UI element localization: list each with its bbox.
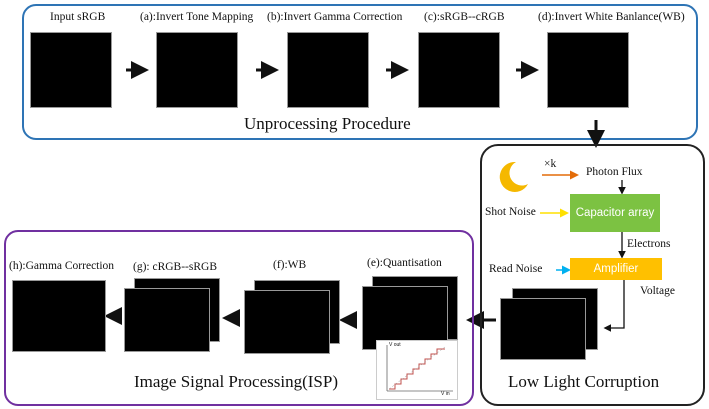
electrons-label: Electrons [627, 238, 671, 250]
amplifier-block: Amplifier [570, 258, 662, 280]
gamma-image [12, 280, 106, 352]
quantisation-graph: V out V in [376, 340, 458, 400]
photo-invert-gamma [287, 32, 369, 108]
quant-axis-x: V in [441, 391, 450, 397]
step-label-c: (c):sRGB--cRGB [424, 11, 505, 23]
voltage-label: Voltage [640, 285, 675, 297]
unprocessing-panel [22, 4, 698, 140]
moon-icon [499, 161, 528, 192]
arrow-amplifier-to-image [603, 280, 625, 332]
unprocessing-title: Unprocessing Procedure [244, 114, 411, 133]
photo-input-srgb [30, 32, 112, 108]
step-label-f: (f):WB [273, 259, 307, 271]
quant-axis-y: V out [389, 342, 401, 348]
step-label-b: (b):Invert Gamma Correction [267, 11, 403, 23]
step-label-a: (a):Invert Tone Mapping [140, 11, 254, 23]
photo-srgb-crgb [418, 32, 500, 108]
shot-noise-label: Shot Noise [485, 206, 536, 218]
crgb-image-front [124, 288, 210, 352]
step-label-h: (h):Gamma Correction [9, 260, 115, 272]
low-light-title: Low Light Corruption [508, 372, 660, 391]
noisy-image-front [500, 298, 586, 360]
capacitor-array-block: Capacitor array [570, 194, 660, 232]
isp-panel [4, 230, 474, 406]
isp-title: Image Signal Processing(ISP) [134, 372, 338, 391]
low-light-panel [480, 144, 705, 406]
step-label-e: (e):Quantisation [367, 257, 442, 269]
step-label-input: Input sRGB [50, 11, 106, 23]
photon-flux-label: Photon Flux [586, 166, 643, 178]
step-label-d: (d):Invert White Banlance(WB) [538, 11, 685, 23]
multiplier-label: ×k [544, 158, 557, 170]
step-label-g: (g): cRGB--sRGB [133, 261, 218, 273]
photo-invert-tone [156, 32, 238, 108]
wb-image-front [244, 290, 330, 354]
photo-invert-wb [547, 32, 629, 108]
read-noise-label: Read Noise [489, 263, 543, 275]
